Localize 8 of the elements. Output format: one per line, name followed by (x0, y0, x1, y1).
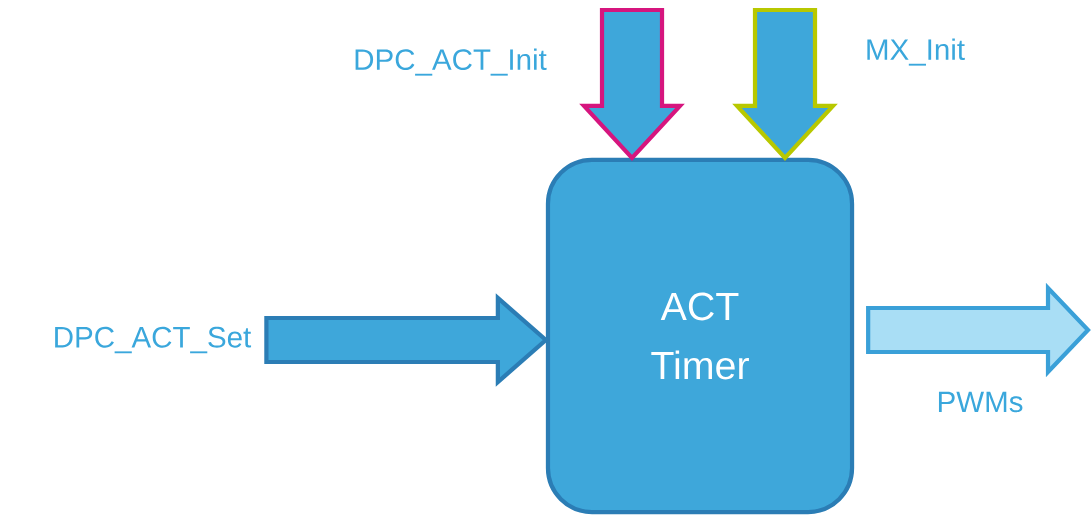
input-label: DPC_ACT_Set (55, 326, 252, 354)
timer-box: ACT Timer (545, 157, 855, 515)
edge-label: PWMs (933, 388, 1027, 416)
block-arrow (866, 282, 1091, 378)
block-arrow (732, 7, 838, 161)
edge-label: MX_Init (862, 35, 968, 69)
edge-label: DPC_ACT_Init (350, 45, 550, 79)
block-arrow (579, 7, 685, 161)
